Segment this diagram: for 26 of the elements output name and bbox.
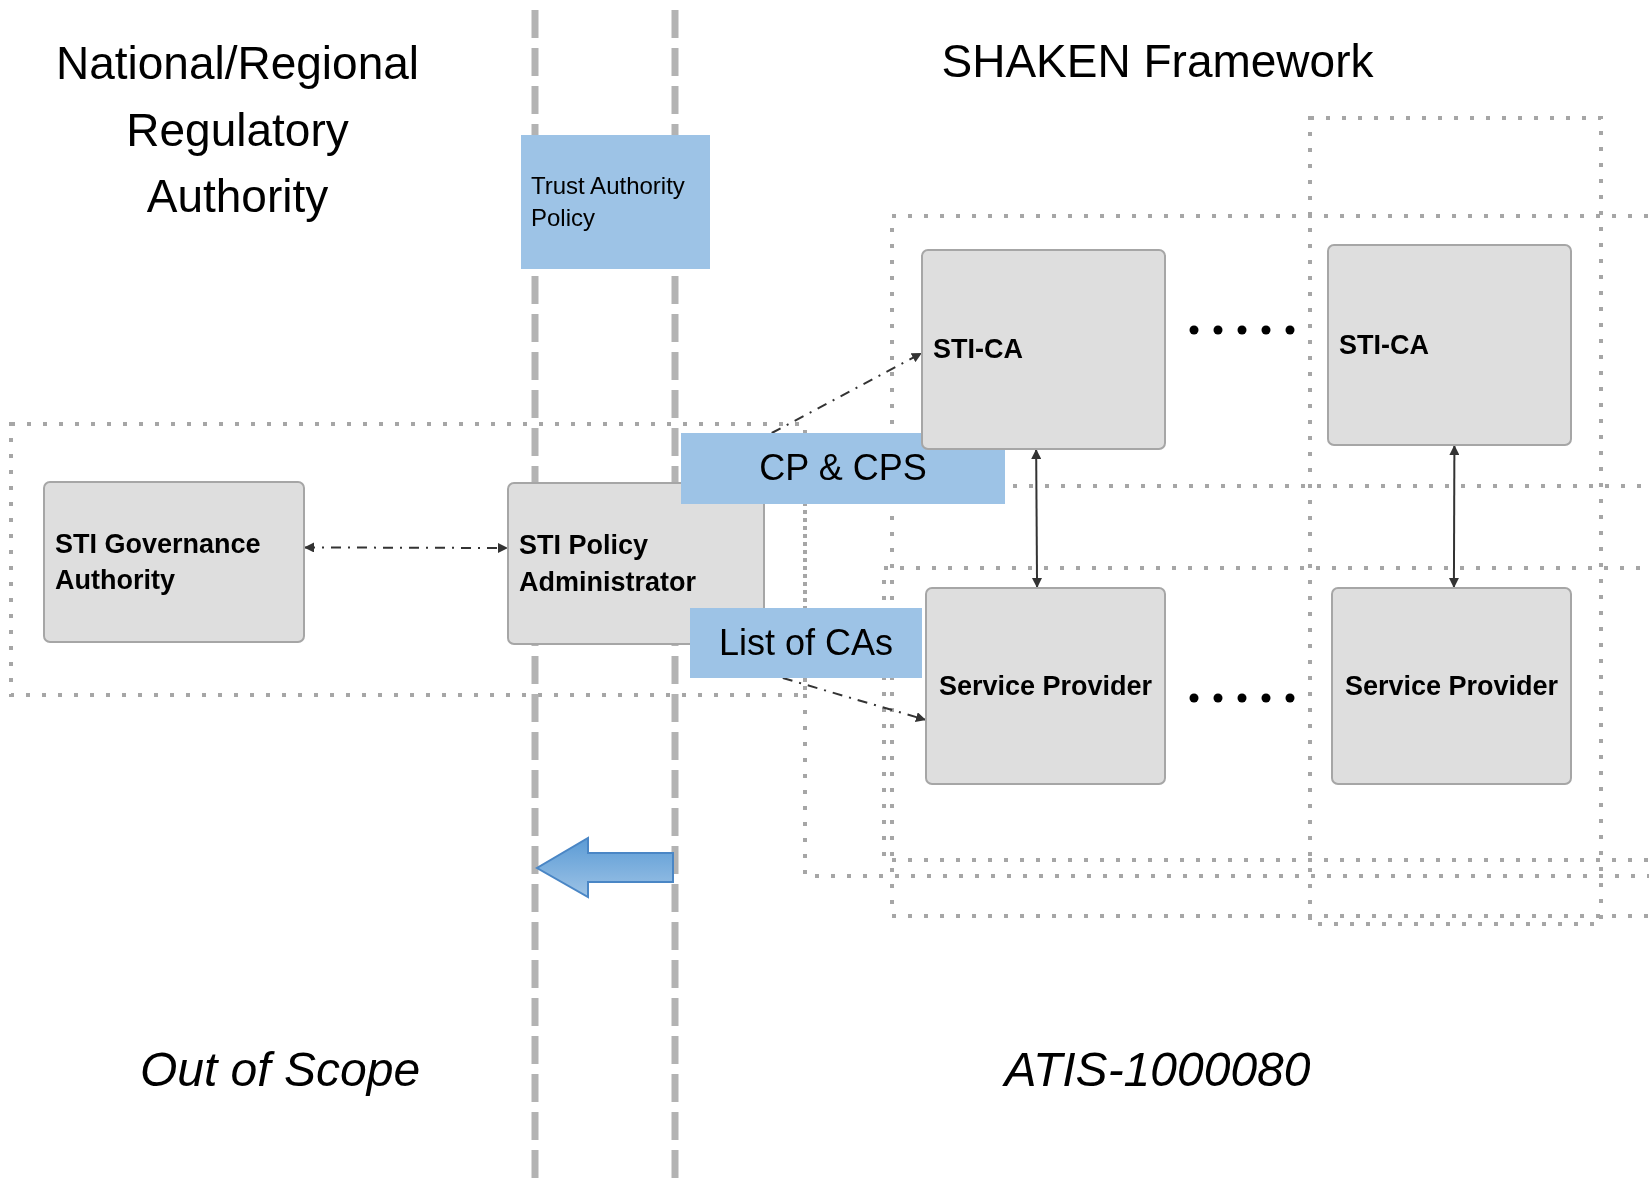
document-box [521,135,710,269]
heading: SHAKEN Framework [940,34,1375,89]
arrow [781,677,926,722]
heading: National/Regional Regulatory Authority [54,36,421,225]
process-box [1331,587,1572,785]
arrow [1031,449,1042,588]
arrow [304,542,508,553]
document-box [690,608,922,678]
node-label: STI-CA [1339,328,1430,362]
process-box [1327,244,1572,446]
node-label: CP & CPS [758,446,928,491]
process-box [925,587,1166,785]
node-label: Service Provider [937,669,1154,703]
document-box [681,433,1005,504]
node-label: STI Policy Administrator [519,529,698,599]
process-box [921,249,1166,450]
arrow [770,352,922,434]
node-label: Trust Authority Policy [531,170,686,233]
node-label: Service Provider [1343,669,1560,703]
arrow [1448,445,1460,588]
node-label: List of CAs [717,620,895,665]
scope-label: Out of Scope [138,1042,422,1098]
node-label: STI Governance Authority [55,527,262,597]
scope-label: ATIS-1000080 [1001,1042,1312,1098]
node-label: STI-CA [933,333,1024,367]
process-box [43,481,305,643]
